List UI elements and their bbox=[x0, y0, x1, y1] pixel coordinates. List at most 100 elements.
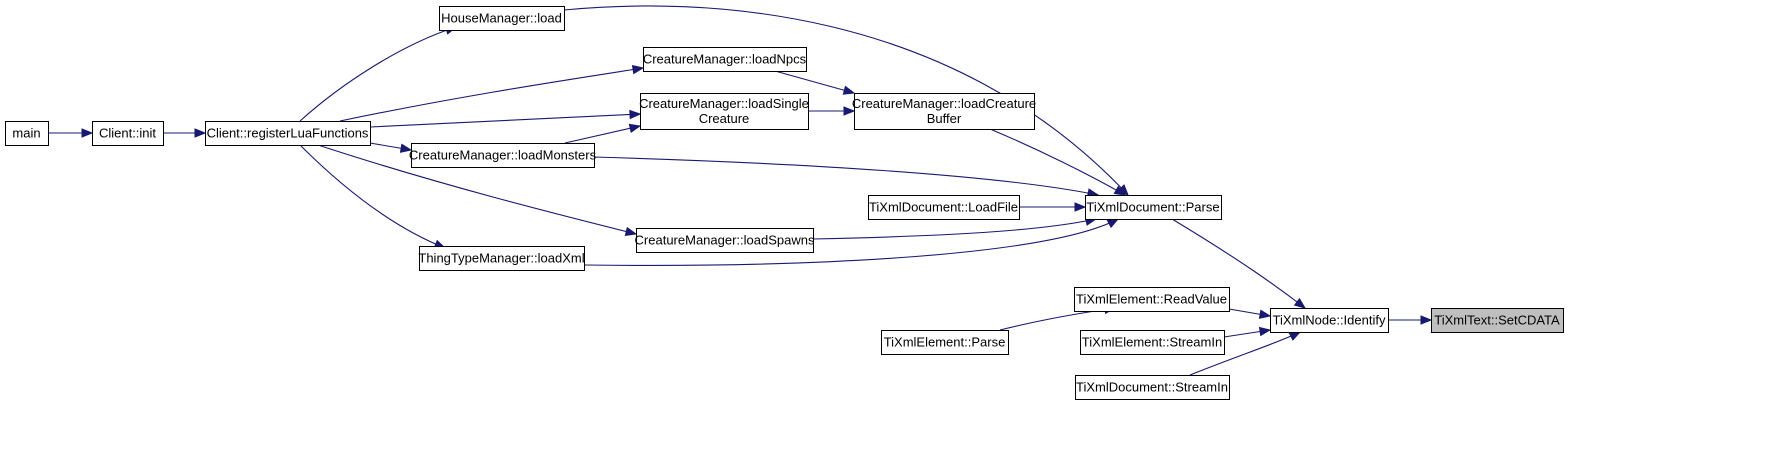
edge-cm_load_monsters-to-cm_load_single bbox=[564, 123, 642, 144]
edge-doc_parse-to-node_identify bbox=[1171, 218, 1307, 309]
node-label: CreatureManager::loadSingle bbox=[639, 96, 809, 111]
node-label: Creature bbox=[699, 111, 750, 126]
node-el-streamin[interactable]: TiXmlElement::StreamIn bbox=[1080, 330, 1225, 355]
node-cm-load-monsters[interactable]: CreatureManager::loadMonsters bbox=[409, 143, 597, 168]
node-register-lua[interactable]: Client::registerLuaFunctions bbox=[205, 121, 371, 146]
nodes-layer: main Client::init Client::registerLuaFunct… bbox=[5, 6, 1564, 400]
edge-arrowhead bbox=[631, 64, 645, 75]
node-el-parse[interactable]: TiXmlElement::Parse bbox=[881, 330, 1009, 355]
edge-arrowhead bbox=[842, 85, 856, 95]
node-label: TiXmlDocument::Parse bbox=[1086, 200, 1219, 215]
node-cm-load-spawns[interactable]: CreatureManager::loadSpawns bbox=[635, 228, 815, 253]
edge-register_lua-to-cm_load_spawns bbox=[317, 144, 638, 237]
node-label: TiXmlElement::ReadValue bbox=[1076, 292, 1227, 307]
node-box[interactable] bbox=[92, 121, 164, 146]
node-box[interactable] bbox=[1074, 287, 1230, 312]
edge-arrowhead bbox=[1293, 297, 1307, 309]
edge-el_readvalue-to-node_identify bbox=[1228, 308, 1272, 319]
node-label: TiXmlText::SetCDATA bbox=[1434, 313, 1560, 328]
node-box[interactable] bbox=[636, 228, 814, 253]
node-label: TiXmlElement::Parse bbox=[884, 335, 1006, 350]
edge-line bbox=[583, 218, 1119, 266]
node-label: HouseManager::load bbox=[441, 11, 562, 26]
node-label: CreatureManager::loadCreature bbox=[852, 96, 1036, 111]
edge-arrowhead bbox=[399, 143, 413, 153]
node-box[interactable] bbox=[640, 93, 809, 130]
node-box[interactable] bbox=[1080, 330, 1225, 355]
node-box[interactable] bbox=[5, 121, 49, 146]
node-box[interactable] bbox=[643, 47, 807, 72]
node-label: TiXmlDocument::LoadFile bbox=[869, 200, 1018, 215]
node-doc-loadfile[interactable]: TiXmlDocument::LoadFile bbox=[868, 195, 1020, 220]
node-doc-parse[interactable]: TiXmlDocument::Parse bbox=[1085, 195, 1222, 220]
node-box[interactable] bbox=[205, 121, 371, 146]
edge-doc_loadfile-to-doc_parse bbox=[1019, 202, 1087, 212]
edge-register_lua-to-cm_load_single bbox=[369, 109, 642, 128]
edge-arrowhead bbox=[81, 128, 94, 138]
edge-arrowhead bbox=[624, 226, 638, 237]
node-label: TiXmlDocument::StreamIn bbox=[1076, 380, 1228, 395]
edge-cm_load_buffer-to-doc_parse bbox=[989, 128, 1127, 196]
node-label: CreatureManager::loadNpcs bbox=[643, 52, 807, 67]
edge-arrowhead bbox=[1258, 326, 1272, 337]
node-label: TiXmlNode::Identify bbox=[1273, 313, 1386, 328]
node-doc-streamin[interactable]: TiXmlDocument::StreamIn bbox=[1075, 375, 1230, 400]
edge-cm_load_spawns-to-doc_parse bbox=[812, 216, 1098, 240]
node-box[interactable] bbox=[854, 93, 1035, 130]
node-cm-load-npcs[interactable]: CreatureManager::loadNpcs bbox=[643, 47, 807, 72]
node-label: Client::init bbox=[99, 126, 156, 141]
node-client-init[interactable]: Client::init bbox=[92, 121, 164, 146]
edge-register_lua-to-house_load bbox=[299, 25, 458, 122]
edge-line bbox=[299, 26, 457, 122]
edge-cm_load_npcs-to-cm_load_buffer bbox=[774, 70, 856, 95]
node-box[interactable] bbox=[411, 143, 595, 168]
edge-line bbox=[299, 144, 446, 249]
edge-line bbox=[317, 144, 637, 235]
edge-line bbox=[774, 70, 855, 94]
node-box[interactable] bbox=[419, 246, 585, 271]
edge-arrowhead bbox=[1106, 218, 1120, 229]
node-label: ThingTypeManager::loadXml bbox=[418, 251, 584, 266]
node-el-readvalue[interactable]: TiXmlElement::ReadValue bbox=[1074, 287, 1230, 312]
edge-node_identify-to-text_setcdata bbox=[1388, 315, 1433, 325]
node-label: TiXmlElement::StreamIn bbox=[1082, 335, 1222, 350]
edge-line bbox=[812, 218, 1097, 240]
edge-cm_load_single-to-cm_load_buffer bbox=[808, 106, 856, 116]
node-node-identify[interactable]: TiXmlNode::Identify bbox=[1270, 308, 1389, 333]
node-box[interactable] bbox=[1085, 195, 1222, 220]
edge-cm_load_monsters-to-doc_parse bbox=[593, 156, 1100, 198]
edge-arrowhead bbox=[194, 128, 207, 138]
edge-main-to-client_init bbox=[48, 128, 94, 138]
node-house-load[interactable]: HouseManager::load bbox=[439, 6, 565, 31]
edge-register_lua-to-cm_load_monsters bbox=[369, 142, 413, 153]
node-label: Client::registerLuaFunctions bbox=[207, 126, 369, 141]
edge-line bbox=[369, 113, 641, 128]
node-thing-load-xml[interactable]: ThingTypeManager::loadXml bbox=[418, 246, 585, 271]
node-box bbox=[1431, 308, 1564, 333]
edge-line bbox=[593, 156, 1099, 196]
edge-arrowhead bbox=[1420, 315, 1433, 325]
edge-line bbox=[989, 128, 1126, 196]
edge-arrowhead bbox=[843, 106, 856, 116]
node-text-setcdata: TiXmlText::SetCDATA bbox=[1431, 308, 1564, 333]
edge-arrowhead bbox=[1113, 185, 1127, 196]
node-label: CreatureManager::loadMonsters bbox=[409, 148, 597, 163]
node-box[interactable] bbox=[881, 330, 1009, 355]
node-box[interactable] bbox=[868, 195, 1020, 220]
edge-line bbox=[564, 125, 641, 144]
node-label: CreatureManager::loadSpawns bbox=[635, 233, 815, 248]
edge-arrowhead bbox=[1258, 309, 1272, 319]
edge-arrowhead bbox=[1288, 331, 1302, 341]
node-label: Buffer bbox=[927, 111, 962, 126]
node-main[interactable]: main bbox=[5, 121, 49, 146]
node-box[interactable] bbox=[1270, 308, 1389, 333]
edge-el_streamin-to-node_identify bbox=[1223, 326, 1272, 338]
node-box[interactable] bbox=[1075, 375, 1230, 400]
edge-arrowhead bbox=[629, 109, 642, 120]
node-box[interactable] bbox=[439, 6, 565, 31]
edge-line bbox=[1171, 218, 1306, 309]
edge-line bbox=[339, 67, 644, 122]
